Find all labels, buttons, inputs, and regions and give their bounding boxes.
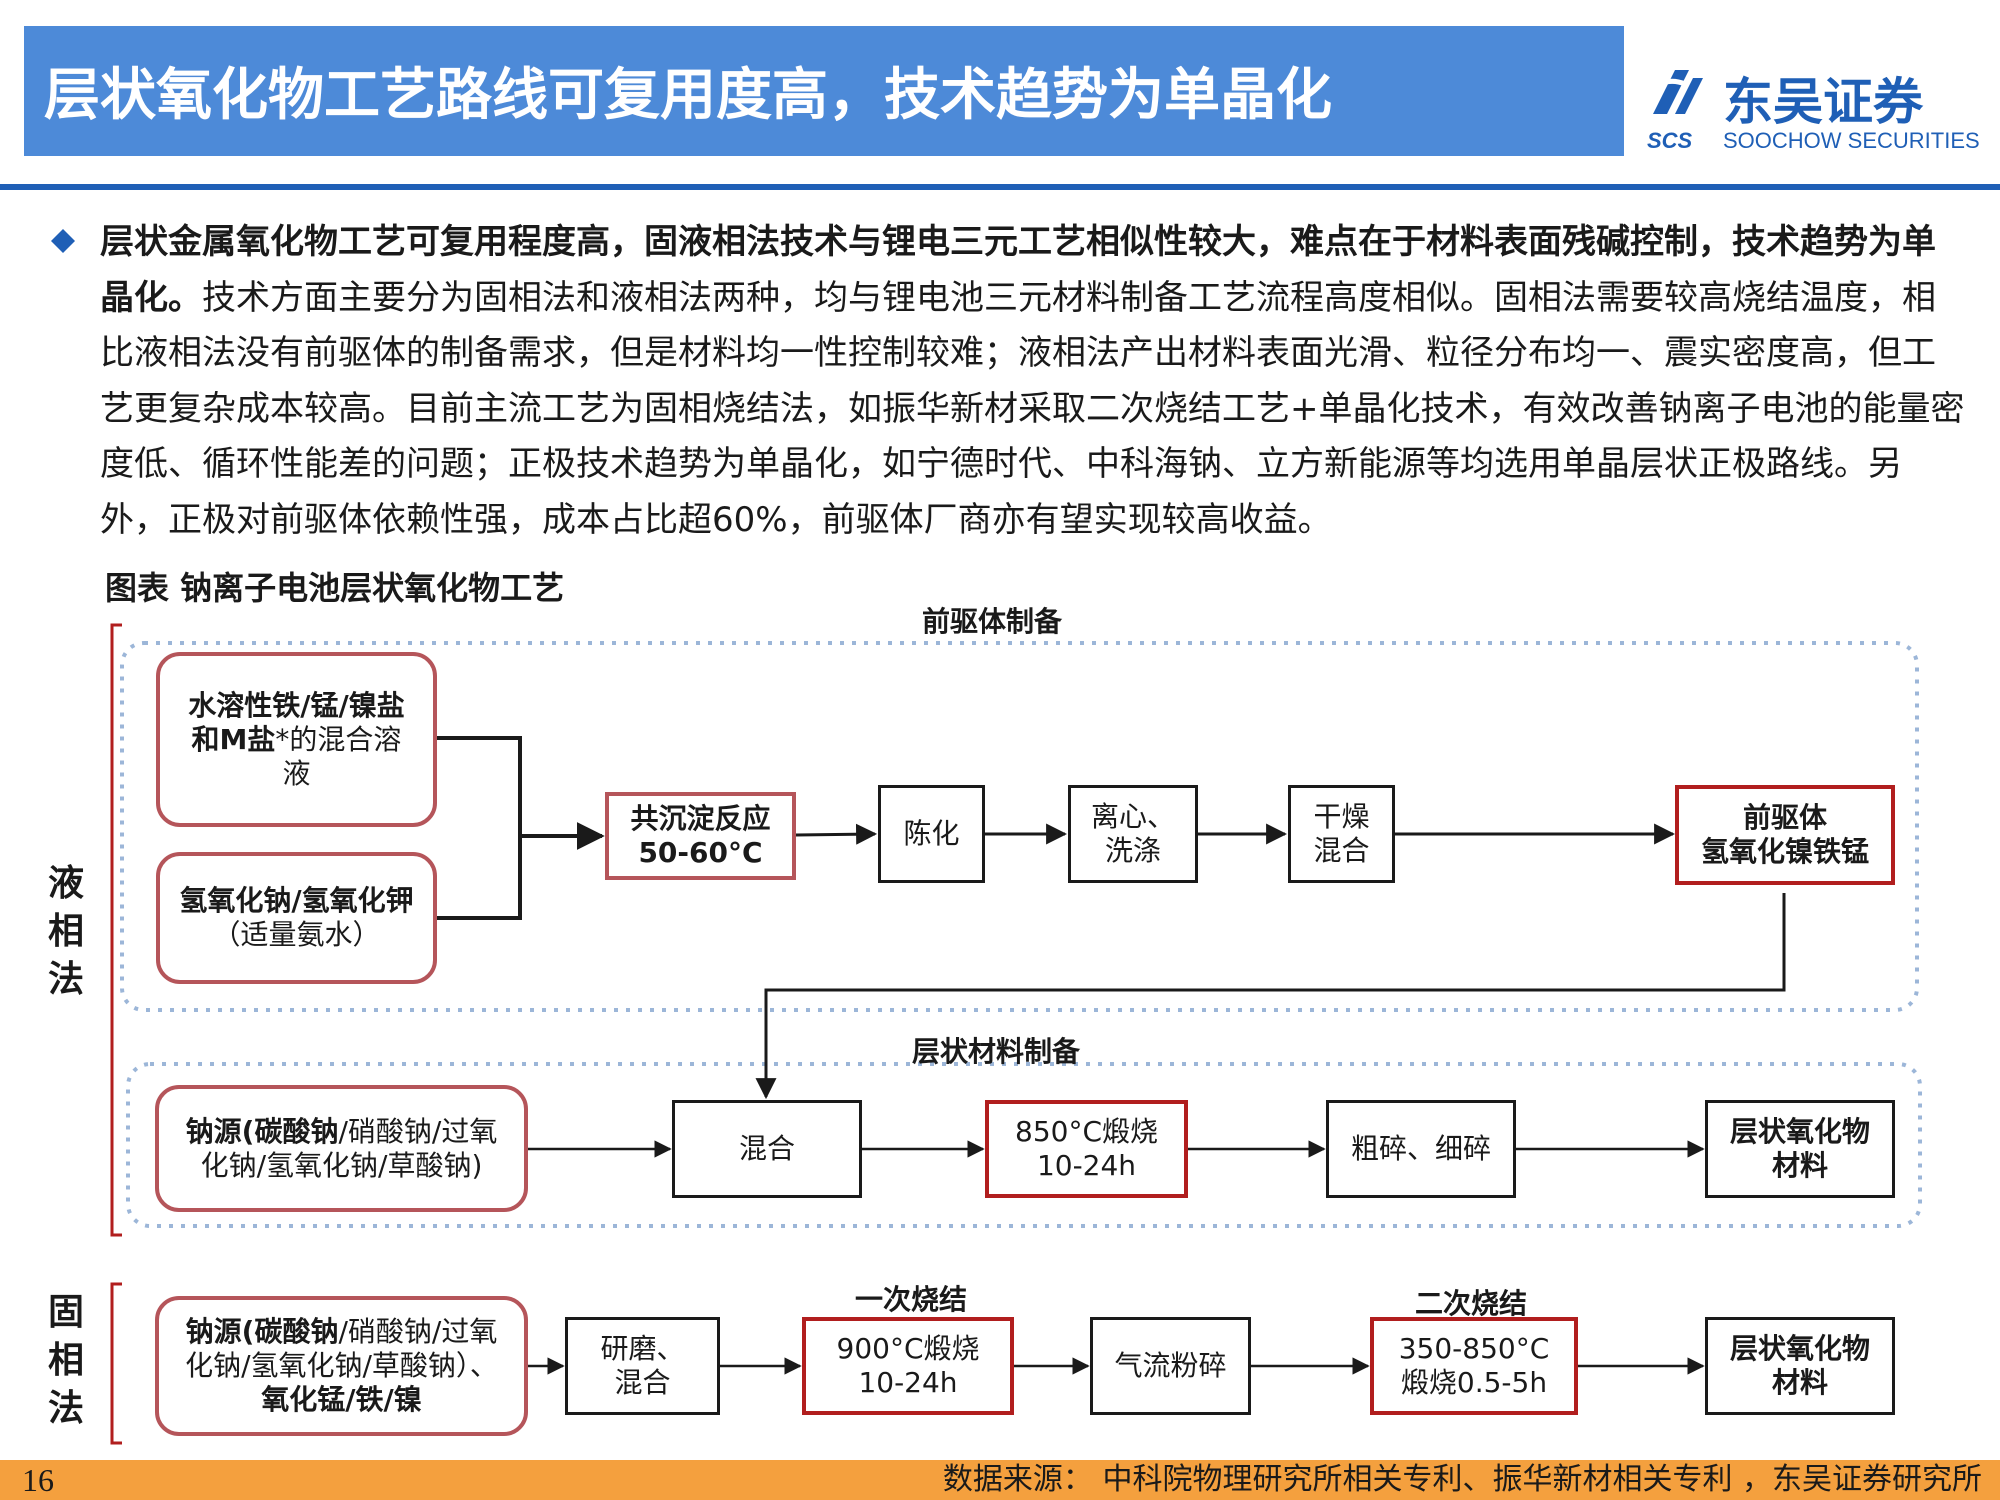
precursor-node: 前驱体氢氧化镍铁锰: [1675, 785, 1895, 885]
layered-section-label: 层状材料制备: [912, 1035, 1081, 1068]
dry-mix-node: 干燥混合: [1288, 785, 1395, 883]
product-line1: 层状氧化物: [1729, 1115, 1870, 1148]
sodium-source-node: 钠源(碳酸钠/硝酸钠/过氧化钠/氢氧化钠/草酸钠): [155, 1085, 528, 1212]
logo-abbr: SCS: [1647, 128, 1693, 153]
mix-node: 混合: [672, 1100, 862, 1198]
centrifuge-wash-node: 离心、洗涤: [1068, 785, 1198, 883]
aging-node: 陈化: [878, 785, 985, 883]
solid-source-mid: /硝酸钠/过氧化钠/氢氧化钠/草酸钠）、: [185, 1315, 498, 1382]
calc850-line2: 10-24h: [1036, 1149, 1137, 1182]
first-sinter-label: 一次烧结: [855, 1283, 968, 1316]
layered-section-frame: [126, 1062, 1922, 1228]
page-number: 16: [22, 1462, 54, 1498]
solid-source-bold2: 氧化锰/铁/镍: [261, 1383, 422, 1416]
dry-line2: 混合: [1313, 834, 1370, 867]
layered-product-node: 层状氧化物材料: [1705, 1100, 1895, 1198]
product2-line2: 材料: [1771, 1366, 1828, 1399]
figure-title: 图表 钠离子电池层状氧化物工艺: [105, 569, 565, 607]
data-source: 数据来源： 中科院物理研究所相关专利、振华新材相关专利 ，东吴证券研究所: [942, 1462, 1982, 1497]
mix-text: 混合: [738, 1132, 795, 1165]
grind-line1: 研磨、: [600, 1332, 685, 1365]
header-divider: [0, 184, 2000, 190]
title-banner: 层状氧化物工艺路线可复用度高，技术趋势为单晶化: [24, 26, 1624, 156]
liquid-label-char: 相: [47, 911, 84, 952]
grind-mix-node: 研磨、混合: [565, 1317, 720, 1415]
solid-method-label: 固 相 法: [46, 1289, 86, 1433]
logo-name: 东吴证券: [1723, 73, 1923, 131]
calc850-line1: 850°C煅烧: [1015, 1115, 1158, 1148]
soochow-logo-icon: [1647, 70, 1703, 114]
hydroxide-bold: 氢氧化钠/氢氧化钾: [179, 884, 414, 917]
airflow-text: 气流粉碎: [1114, 1349, 1227, 1382]
solid-sodium-source-node: 钠源(碳酸钠/硝酸钠/过氧化钠/氢氧化钠/草酸钠）、氧化锰/铁/镍: [155, 1296, 528, 1436]
solid-product-node: 层状氧化物材料: [1705, 1317, 1895, 1415]
sodium-source-rest: /硝酸钠/过氧化钠/氢氧化钠/草酸钠): [200, 1114, 498, 1182]
company-logo: 东吴证券 SCS SOOCHOW SECURITIES: [1645, 62, 1985, 162]
hydroxide-node: 氢氧化钠/氢氧化钾（适量氨水）: [156, 852, 437, 984]
salt-solution-rest: *的混合溶液: [275, 722, 402, 790]
precursor-line2: 氢氧化镍铁锰: [1700, 835, 1869, 868]
solid-bracket: [110, 1282, 122, 1445]
crush-text: 粗碎、细碎: [1350, 1132, 1491, 1165]
calc900-line1: 900°C煅烧: [836, 1332, 980, 1365]
summary-paragraph: 层状金属氧化物工艺可复用程度高，固液相法技术与锂电三元工艺相似性较大，难点在于材…: [100, 215, 1965, 548]
dry-line1: 干燥: [1313, 800, 1370, 833]
liquid-bracket: [110, 623, 122, 1237]
precursor-section-label: 前驱体制备: [922, 605, 1063, 638]
salt-solution-bold: 水溶性铁/锰/镍盐和M盐: [188, 688, 405, 756]
solid-source-bold1: 钠源(碳酸钠: [185, 1315, 339, 1348]
solid-label-char: 固: [47, 1292, 84, 1333]
product2-line1: 层状氧化物: [1729, 1332, 1870, 1365]
calc900-line2: 10-24h: [858, 1366, 958, 1399]
solid-label-char: 相: [47, 1340, 84, 1381]
calc350-line2: 煅烧0.5-5h: [1400, 1366, 1548, 1399]
salt-solution-node: 水溶性铁/锰/镍盐和M盐*的混合溶液: [156, 652, 437, 827]
centrifuge-line1: 离心、: [1090, 800, 1175, 833]
second-sinter-label: 二次烧结: [1415, 1287, 1528, 1320]
aging-text: 陈化: [903, 817, 960, 850]
liquid-method-label: 液 相 法: [46, 860, 86, 1004]
coprecip-line2: 50-60°C: [638, 836, 763, 869]
precursor-section-frame: [120, 641, 1919, 1012]
liquid-label-char: 法: [47, 959, 84, 1000]
logo-english-name: SOOCHOW SECURITIES: [1723, 128, 1980, 153]
summary-lead: 层状金属氧化物工艺可复用程度高，固液相法技术与锂电三元工艺相似性较大，难点在于材…: [100, 222, 1936, 318]
hydroxide-rest: （适量氨水）: [212, 918, 381, 951]
precursor-line1: 前驱体: [1742, 801, 1827, 834]
grind-line2: 混合: [614, 1366, 671, 1399]
sodium-source-bold: 钠源(碳酸钠: [185, 1114, 339, 1148]
coprecip-line1: 共沉淀反应: [630, 802, 771, 835]
summary-body: 技术方面主要分为固相法和液相法两种，均与锂电池三元材料制备工艺流程高度相似。固相…: [100, 277, 1965, 540]
liquid-label-char: 液: [47, 863, 84, 904]
product-line2: 材料: [1771, 1149, 1828, 1182]
airflow-crush-node: 气流粉碎: [1090, 1317, 1251, 1415]
diamond-bullet-icon: [51, 229, 75, 253]
centrifuge-line2: 洗涤: [1104, 834, 1161, 867]
calc350-line1: 350-850°C: [1398, 1332, 1550, 1365]
page-title: 层状氧化物工艺路线可复用度高，技术趋势为单晶化: [44, 63, 1332, 128]
solid-label-char: 法: [47, 1388, 84, 1429]
crush-node: 粗碎、细碎: [1326, 1100, 1516, 1198]
footer-bar: 16 数据来源： 中科院物理研究所相关专利、振华新材相关专利 ，东吴证券研究所: [0, 1460, 2000, 1500]
